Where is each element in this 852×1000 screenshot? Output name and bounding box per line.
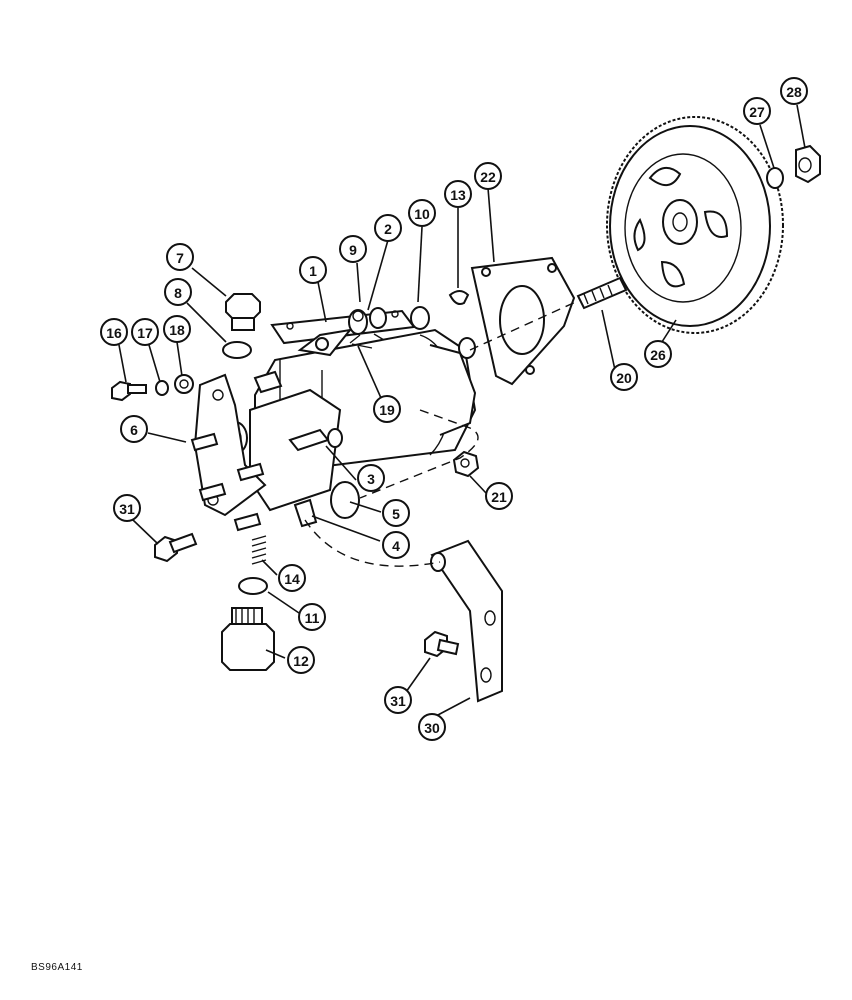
- banjo-fitting: [221, 607, 275, 671]
- callout-c26: 26: [644, 340, 672, 368]
- assembly-line-gear: [469, 299, 581, 351]
- callout-number: 22: [480, 169, 496, 185]
- gear-cover-nut: [452, 450, 480, 478]
- callout-c13: 13: [444, 180, 472, 208]
- bleed-screw: [111, 380, 147, 402]
- callout-number: 31: [119, 501, 135, 517]
- callout-number: 7: [176, 250, 184, 266]
- callout-c30: 30: [418, 713, 446, 741]
- callout-c6: 6: [120, 415, 148, 443]
- lock-washer: [766, 167, 784, 189]
- callout-c20: 20: [610, 363, 638, 391]
- callout-number: 19: [379, 402, 395, 418]
- callout-number: 5: [392, 506, 400, 522]
- callout-number: 11: [305, 610, 320, 626]
- mounting-bolt-left: [154, 532, 198, 563]
- pump-gasket: [470, 256, 576, 386]
- plug-washer: [222, 341, 252, 359]
- reference-code: BS96A141: [31, 962, 83, 973]
- callout-c1: 1: [299, 256, 327, 284]
- callout-c16: 16: [100, 318, 128, 346]
- callout-number: 20: [616, 370, 632, 386]
- callout-c3: 3: [357, 464, 385, 492]
- callout-number: 17: [137, 325, 153, 341]
- callout-c4: 4: [382, 531, 410, 559]
- callout-c5: 5: [382, 499, 410, 527]
- callout-number: 26: [650, 347, 666, 363]
- callout-number: 13: [450, 187, 466, 203]
- callout-c17: 17: [131, 318, 159, 346]
- callout-c14: 14: [278, 564, 306, 592]
- callout-number: 18: [169, 322, 185, 338]
- injection-pump-body: [190, 306, 477, 532]
- callout-number: 28: [786, 84, 802, 100]
- callout-number: 10: [414, 206, 430, 222]
- pump-support-bracket: [430, 539, 503, 703]
- callout-c7: 7: [166, 243, 194, 271]
- callout-c27: 27: [743, 97, 771, 125]
- callout-c21: 21: [485, 482, 513, 510]
- callout-number: 2: [384, 221, 392, 237]
- drive-gear: [606, 116, 784, 334]
- callout-c2: 2: [374, 214, 402, 242]
- gear-stud: [576, 276, 628, 310]
- sealing-washer: [238, 577, 268, 595]
- callout-number: 31: [390, 693, 406, 709]
- gear-nut: [795, 144, 821, 184]
- callout-number: 1: [309, 263, 317, 279]
- callout-number: 21: [491, 489, 507, 505]
- valve-spring: [251, 535, 267, 565]
- callout-c9: 9: [339, 235, 367, 263]
- callout-number: 6: [130, 422, 138, 438]
- callout-number: 12: [293, 653, 309, 669]
- callout-number: 4: [392, 538, 400, 554]
- callout-c22: 22: [474, 162, 502, 190]
- callout-number: 9: [349, 242, 357, 258]
- callout-number: 16: [106, 325, 122, 341]
- callout-number: 14: [284, 571, 300, 587]
- callout-number: 3: [367, 471, 375, 487]
- callout-c18: 18: [163, 315, 191, 343]
- hose-clip: [174, 374, 194, 394]
- woodruff-key: [448, 290, 470, 305]
- callout-c31a: 31: [113, 494, 141, 522]
- callout-c10: 10: [408, 199, 436, 227]
- assembly-line-bracket: [304, 409, 479, 567]
- callout-c11: 11: [298, 603, 326, 631]
- callout-c8: 8: [164, 278, 192, 306]
- callout-number: 8: [174, 285, 182, 301]
- callout-c19: 19: [373, 395, 401, 423]
- callout-c28: 28: [780, 77, 808, 105]
- callout-number: 30: [424, 720, 440, 736]
- leader-lines: [118, 104, 806, 717]
- callout-c12: 12: [287, 646, 315, 674]
- callout-c31b: 31: [384, 686, 412, 714]
- callout-number: 27: [749, 104, 765, 120]
- plug-screw: [225, 293, 261, 331]
- small-washer: [155, 380, 169, 396]
- mounting-bolt-bracket: [424, 630, 460, 658]
